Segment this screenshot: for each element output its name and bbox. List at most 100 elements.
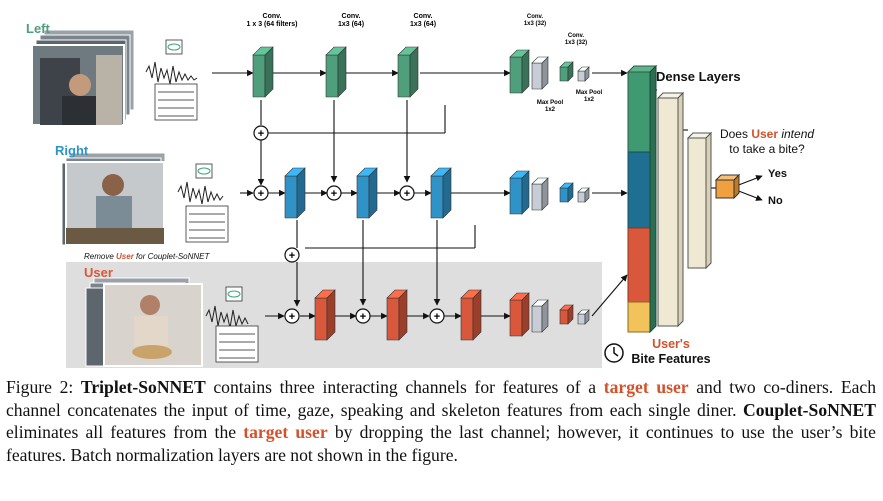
connectors: [212, 69, 763, 320]
maxpool2-label: Max Pool 1x2: [573, 90, 605, 104]
target-user-1: target user: [603, 377, 689, 397]
figure-label: Figure 2:: [6, 377, 81, 397]
svg-text:+: +: [331, 188, 337, 200]
output-cube: [714, 173, 741, 200]
question-user: User: [751, 127, 778, 141]
remove-suffix: for Couplet-SoNNET: [133, 252, 210, 261]
right-conv-block-5: [559, 182, 574, 203]
right-conv-block-4: [509, 170, 530, 215]
conv3-title: Conv.: [413, 13, 433, 20]
right-conv-block-2: [356, 167, 378, 219]
clock-icon: [604, 343, 624, 363]
conv5-spec: 1x3 (32): [564, 40, 588, 46]
user-conv-block-5: [559, 304, 574, 325]
remove-user-note: Remove User for Couplet-SoNNET: [84, 252, 209, 261]
conv1-label: Conv. 1 x 3 (64 filters): [240, 13, 304, 29]
remove-user-highlight: User: [116, 252, 134, 261]
conv-blocks: [252, 46, 590, 341]
channel-label-right: Right: [55, 143, 89, 158]
conv2-spec: 1x3 (64): [337, 21, 365, 28]
left-conv-block-1: [252, 46, 274, 98]
dense-layers-label: Dense Layers: [656, 69, 741, 84]
svg-text:+: +: [404, 188, 410, 200]
output-no: No: [768, 195, 783, 207]
user-conv-block-1: [314, 289, 336, 341]
svg-text:+: +: [434, 311, 440, 323]
left-video-frames: [31, 29, 135, 126]
left-maxpool-block-2: [577, 66, 590, 82]
left-conv-block-4: [509, 49, 530, 94]
user-conv-block-2: [386, 289, 408, 341]
svg-text:+: +: [258, 188, 264, 200]
left-conv-block-3: [397, 46, 419, 98]
question-line1: Does User intend: [712, 127, 822, 142]
conv4-label: Conv. 1x3 (32): [515, 14, 555, 28]
target-user-2: target user: [243, 422, 328, 443]
svg-text:+: +: [360, 311, 366, 323]
right-conv-block-3: [430, 167, 452, 219]
output-yes: Yes: [768, 168, 787, 180]
bite-features-title: Bite Features: [631, 352, 711, 366]
conv5-label: Conv. 1x3 (32): [560, 33, 592, 47]
left-conv-block-5: [559, 61, 574, 82]
architecture-diagram: + + + + + + + +: [31, 29, 763, 368]
dense-layer-1: [656, 91, 685, 328]
right-maxpool-block-2: [577, 187, 590, 203]
left-maxpool-block-1: [531, 56, 549, 90]
right-conv-block-1: [284, 167, 306, 219]
caption-text-2: and two co-diners. Each channel concaten…: [6, 377, 876, 420]
adder-circle: +: [326, 185, 342, 201]
maxpool1-spec: 1x2: [544, 107, 555, 113]
user-conv-block-4: [509, 292, 530, 337]
caption-text-4: by dropping the last channel; however, i…: [6, 422, 876, 465]
conv1-spec: 1 x 3 (64 filters): [246, 21, 298, 28]
adder-circle: +: [253, 185, 269, 201]
adder-circle: +: [355, 308, 371, 324]
model-couplet: Couplet-SoNNET: [743, 399, 876, 420]
user-maxpool-block-2: [577, 309, 590, 325]
conv3-spec: 1x3 (64): [409, 21, 437, 28]
user-feature-icons: [205, 286, 259, 363]
adder-circle: +: [429, 308, 445, 324]
bite-features-user: User's: [652, 337, 690, 351]
dense-layer-2: [686, 131, 713, 270]
channel-label-left: Left: [26, 21, 50, 36]
adder-circle: +: [284, 308, 300, 324]
adder-circle: +: [399, 185, 415, 201]
concat-feature-column: [626, 64, 658, 334]
remove-prefix: Remove: [84, 252, 117, 261]
left-conv-block-2: [325, 46, 347, 98]
maxpool2-title: Max Pool: [575, 90, 603, 96]
maxpool2-spec: 1x2: [583, 97, 594, 103]
right-video-frames: [61, 152, 166, 246]
user-video-frames: [85, 277, 203, 367]
bite-features-label: User's Bite Features: [628, 337, 714, 367]
left-feature-icons: [145, 39, 198, 121]
conv2-label: Conv. 1x3 (64): [326, 13, 376, 29]
figure-caption: Figure 2: Triplet-SoNNET contains three …: [6, 376, 876, 466]
conv2-title: Conv.: [341, 13, 361, 20]
svg-text:+: +: [258, 128, 264, 140]
conv4-spec: 1x3 (32): [523, 21, 547, 27]
svg-text:+: +: [289, 250, 295, 262]
maxpool1-title: Max Pool: [536, 100, 564, 106]
question-prefix: Does: [719, 127, 752, 141]
maxpool1-label: Max Pool 1x2: [534, 100, 566, 114]
conv3-label: Conv. 1x3 (64): [398, 13, 448, 29]
conv1-title: Conv.: [262, 13, 282, 20]
model-triplet: Triplet-SoNNET: [80, 377, 206, 397]
right-maxpool-block-1: [531, 177, 549, 211]
conv4-title: Conv.: [526, 14, 544, 20]
question-intend: intend: [781, 127, 815, 141]
adders: + + + + + + + +: [253, 125, 445, 324]
channel-label-user: User: [84, 265, 113, 280]
question-line2: to take a bite?: [729, 142, 805, 156]
adder-circle: +: [284, 247, 300, 263]
conv5-title: Conv.: [567, 33, 585, 39]
caption-text-1: contains three interacting channels for …: [205, 377, 604, 397]
adder-circle: +: [253, 125, 269, 141]
right-feature-icons: [177, 163, 229, 243]
user-maxpool-block-1: [531, 299, 549, 333]
svg-text:+: +: [289, 311, 295, 323]
caption-text-3: eliminates all features from the: [6, 422, 244, 443]
